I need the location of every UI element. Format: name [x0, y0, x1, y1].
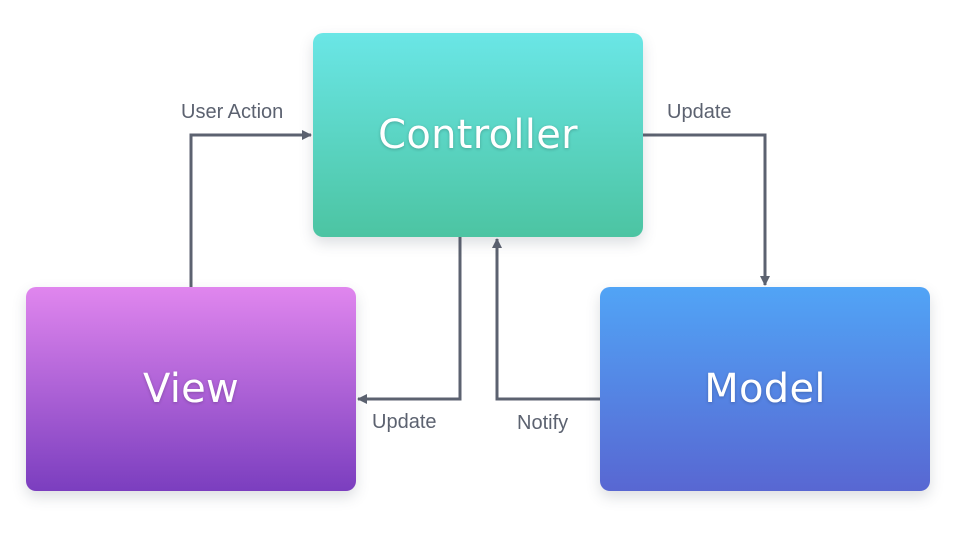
edge-label-notify: Notify [517, 412, 569, 434]
view-label: View [142, 366, 240, 412]
model-label: Model [704, 366, 826, 412]
edge-label-update-model: Update [667, 101, 732, 123]
controller-label: Controller [378, 112, 578, 158]
model-node: Model [600, 287, 930, 491]
controller-node: Controller [313, 33, 643, 237]
arrow-controller-to-view [357, 237, 462, 404]
arrow-model-to-controller [492, 238, 600, 401]
edge-label-update-view: Update [372, 411, 437, 433]
arrow-view-to-controller [189, 130, 312, 287]
edge-label-user-action: User Action [181, 101, 284, 123]
arrow-controller-to-model [643, 133, 770, 286]
view-node: View [26, 287, 356, 491]
